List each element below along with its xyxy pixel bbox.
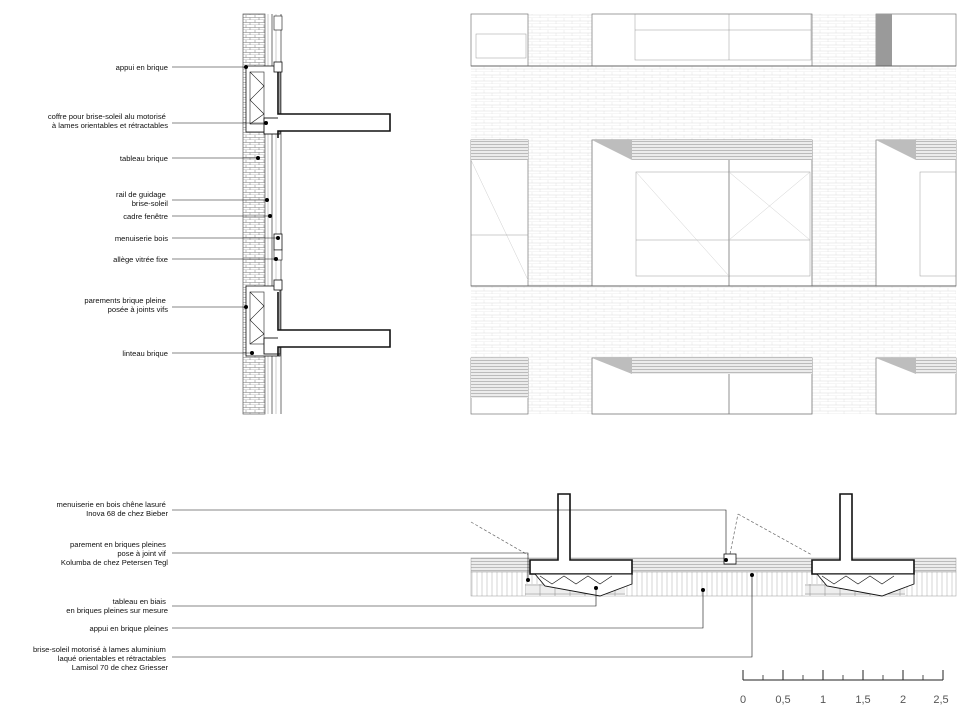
scale-tick-0: 0 [740,694,746,706]
label-tableau-brique: tableau brique [120,154,168,163]
scale-bar: 0 0,5 1 1,5 2 2,5 [740,670,949,706]
label-allege-vitree-fixe: allège vitrée fixe [113,255,168,264]
label-coffre-brise-soleil: coffre pour brise-soleil alu motorisé à … [48,112,168,130]
label-tableau-en-biais: tableau en biais en briques pleines sur … [66,597,168,615]
facade-elevation [470,13,957,415]
label-cadre-fenetre: cadre fenêtre [123,212,168,221]
label-parement-briques: parement en briques pleines pose à joint… [61,540,168,567]
vertical-section [242,13,391,415]
section-leaders [172,65,280,355]
scale-tick-1: 1 [820,694,826,706]
label-parements-brique-pleine: parements brique pleine posée à joints v… [84,296,168,314]
scale-tick-1-5: 1,5 [855,694,870,706]
scale-tick-2-5: 2,5 [933,694,948,706]
label-linteau-brique: linteau brique [122,349,168,358]
plan-leaders [172,509,754,658]
label-brise-soleil-motorise: brise-soleil motorisé à lames aluminium … [33,645,169,672]
lower-sunshade-box [245,279,391,357]
horizontal-plan [470,493,957,597]
label-rail-de-guidage: rail de guidage brise-soleil [116,190,168,208]
upper-sunshade-box [245,61,391,138]
label-appui-briques-pleines: appui en brique pleines [89,624,168,633]
label-menuiserie-chene: menuiserie en bois chêne lasuré Inova 68… [57,500,169,518]
label-menuiserie-bois: menuiserie bois [115,234,168,243]
scale-tick-0-5: 0,5 [775,694,790,706]
label-appui-en-brique: appui en brique [116,63,168,72]
scale-tick-2: 2 [900,694,906,706]
